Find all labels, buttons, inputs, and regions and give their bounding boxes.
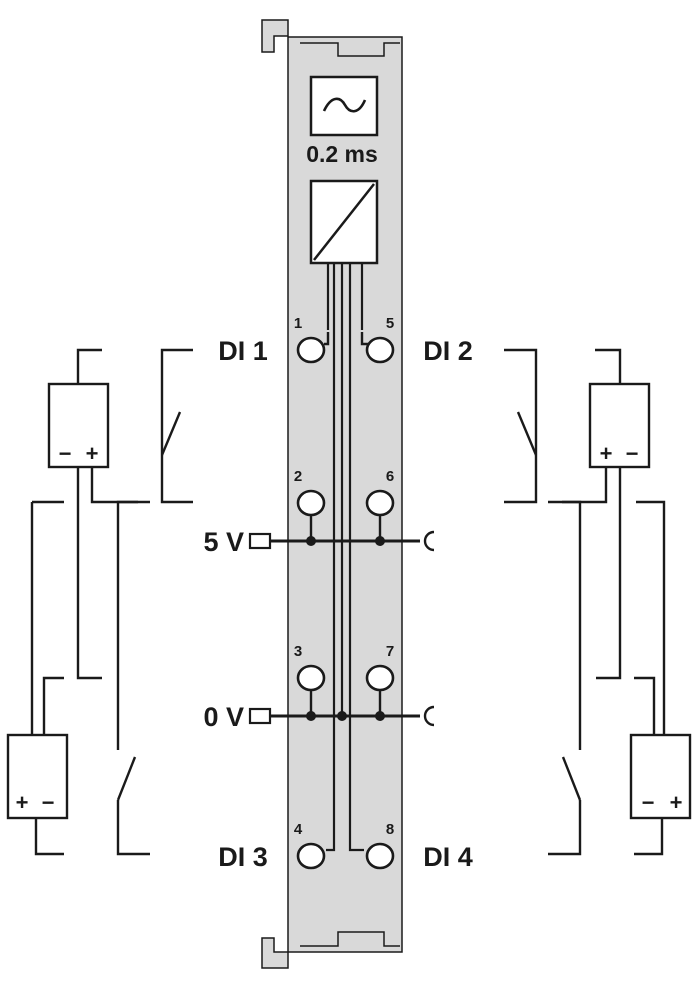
label-di4: DI 4 [423,842,473,872]
module-body [261,19,403,969]
sensor-di3-minus: − [42,790,55,815]
label-di2: DI 2 [423,336,473,366]
sensor-di4: − + [629,733,692,820]
terminal-6 [365,489,395,517]
sensor-di1-plus: + [86,441,99,466]
pin-number-6: 6 [386,468,394,485]
sensor-di1-minus: − [59,441,72,466]
right-external-wiring [504,348,666,856]
pin-number-2: 2 [294,468,302,485]
terminal-8 [365,842,395,870]
terminals [296,332,395,870]
label-5v: 5 V [203,527,244,557]
rail-5v [248,515,435,552]
internal-bus [326,263,364,852]
pin-number-4: 4 [294,821,303,838]
label-0v: 0 V [203,702,244,732]
filter-block [309,75,379,137]
label-di1: DI 1 [218,336,268,366]
tilde-filter-icon [322,97,367,113]
terminal-2 [296,489,326,517]
label-di3: DI 3 [218,842,268,872]
terminal-5 [365,336,395,364]
sensor-di2-minus: − [626,441,639,466]
sensor-di2: + − [588,382,651,469]
sensor-di4-plus: + [670,790,683,815]
sensor-di1: − + [47,382,110,469]
pin-number-7: 7 [386,643,394,660]
sensor-di4-minus: − [642,790,655,815]
sensor-di3-plus: + [16,790,29,815]
power-jumper-contact-0v [248,707,272,725]
terminal-1 [296,336,326,364]
left-external-wiring [30,348,193,856]
terminal-4 [296,842,326,870]
pin-number-5: 5 [386,315,394,332]
filter-time-label: 0.2 ms [306,141,378,167]
terminal-7 [365,664,395,692]
pin-number-8: 8 [386,821,394,838]
pin-number-1: 1 [294,315,302,332]
sensor-di3: + − [6,733,69,820]
optocoupler-icon [309,179,379,265]
sensor-di2-plus: + [600,441,613,466]
rail-0v [248,690,435,727]
power-jumper-contact-5v [248,532,272,550]
pin-number-3: 3 [294,643,302,660]
terminal-3 [296,664,326,692]
